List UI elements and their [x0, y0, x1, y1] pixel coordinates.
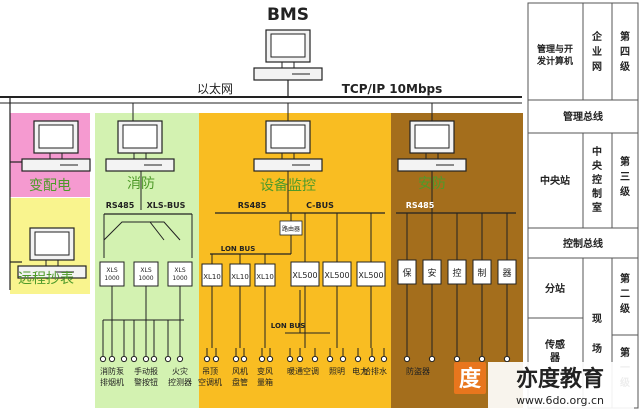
monitor-device-icon	[354, 348, 362, 363]
xl500-label: XL500	[324, 271, 349, 280]
monitor-device-label: 吊顶空调机	[198, 367, 222, 387]
ethernet-label: 以太网	[197, 81, 233, 96]
xls1000-controller	[99, 261, 125, 287]
xl500-controller	[322, 261, 352, 287]
bms-title: BMS	[267, 5, 309, 25]
security-unit-label: 制	[477, 267, 486, 279]
fire-device-icon	[150, 348, 158, 363]
fire-device-label: 火灾控测器	[168, 366, 192, 387]
monitor-device-icon	[339, 348, 347, 363]
router-label: 路由器	[282, 225, 300, 233]
monitor-device-label: 电力	[352, 366, 368, 376]
central-station-label: 中央站	[540, 174, 570, 187]
security-device-label: 防盗器	[406, 366, 430, 376]
monitor-device-label: 照明	[329, 367, 345, 376]
bms-computer-icon	[253, 29, 323, 81]
monitor-device-icon	[296, 348, 304, 363]
sensor-label: 传感器	[544, 338, 565, 364]
enterprise-net-label: 企业网	[591, 30, 603, 73]
monitor-device-label: 暖通空调	[287, 366, 319, 376]
fire-xlsbus-label: XLS-BUS	[147, 201, 186, 210]
security-device-icon	[503, 348, 511, 363]
brand-url: www.6do.org.cn	[516, 394, 604, 407]
xl10-label: XL10	[231, 273, 249, 281]
watermark: 度 亦度教育 www.6do.org.cn	[454, 362, 634, 410]
logo-icon	[454, 362, 486, 394]
fire-device-icon	[120, 348, 128, 363]
brand-name: 亦度教育	[516, 366, 604, 392]
security-device-icon	[478, 348, 486, 363]
xls1000-controller	[133, 261, 159, 287]
fire-panel	[95, 113, 199, 408]
substation-label: 变配电	[29, 178, 71, 194]
fire-device-label: 消防泵排烟机	[100, 366, 124, 387]
security-rs485-label: RS485	[406, 201, 435, 210]
monitor-device-icon	[258, 348, 266, 363]
central-control-label: 中央控制室	[592, 145, 603, 214]
security-unit-label: 安	[427, 267, 436, 279]
xls1000-controller	[167, 261, 193, 287]
xl10-label: XL10	[256, 273, 274, 281]
monitor-device-icon	[232, 348, 240, 363]
level3-label: 第三级	[619, 155, 631, 198]
monitor-device-icon	[380, 348, 388, 363]
monitor-device-label: 变风量箱	[257, 366, 273, 387]
fire-device-icon	[164, 348, 172, 363]
security-unit-label: 器	[502, 268, 511, 279]
fire-device-label: 手动报警按钮	[134, 366, 158, 387]
security-device-icon	[428, 348, 436, 363]
security-unit-label: 保	[402, 267, 411, 279]
tcpip-label: TCP/IP 10Mbps	[342, 82, 443, 96]
monitor-device-icon	[266, 348, 274, 363]
security-unit-label: 控	[452, 267, 461, 279]
xl500-label: XL500	[292, 271, 317, 280]
xl500-label: XL500	[358, 271, 383, 280]
monitor-device-icon	[286, 348, 294, 363]
monitor-device-icon	[212, 348, 220, 363]
monitor-rs485-label: RS485	[238, 201, 267, 210]
level2-label: 第二级	[619, 272, 631, 315]
remote-meter-label: 远程抄表	[18, 271, 74, 287]
level-table	[527, 2, 639, 409]
level4-label: 第四级	[619, 30, 631, 73]
monitor-device-label: 给排水	[363, 366, 387, 376]
site-label: 现场	[592, 313, 602, 355]
xl500-controller	[290, 261, 320, 287]
monitor-device-icon	[203, 348, 211, 363]
fire-device-icon	[176, 348, 184, 363]
security-device-icon	[453, 348, 461, 363]
fire-device-icon	[108, 348, 116, 363]
logo-char: 度	[459, 366, 482, 392]
lonbus2-label: LON BUS	[271, 322, 306, 330]
monitor-device-icon	[326, 348, 334, 363]
xl10-label: XL10	[203, 273, 221, 281]
monitor-cbus-label: C-BUS	[306, 201, 334, 210]
monitor-device-icon	[240, 348, 248, 363]
mgmt-bus-label: 管理总线	[563, 110, 603, 123]
monitor-device-icon	[311, 348, 319, 363]
fire-rs485-label: RS485	[106, 201, 135, 210]
fire-device-icon	[130, 348, 138, 363]
mgmt-computer-label: 管理与开发计算机	[536, 43, 573, 67]
fire-device-icon	[99, 348, 107, 363]
monitor-device-label: 风机盘管	[232, 366, 248, 387]
fire-device-icon	[142, 348, 150, 363]
xl500-controller	[356, 261, 386, 287]
lonbus-label: LON BUS	[221, 245, 256, 253]
monitor-device-icon	[368, 348, 376, 363]
control-bus-label: 控制总线	[563, 237, 603, 250]
security-device-icon	[403, 348, 411, 363]
monitor-panel	[199, 113, 391, 408]
substation-row-label: 分站	[545, 282, 565, 295]
